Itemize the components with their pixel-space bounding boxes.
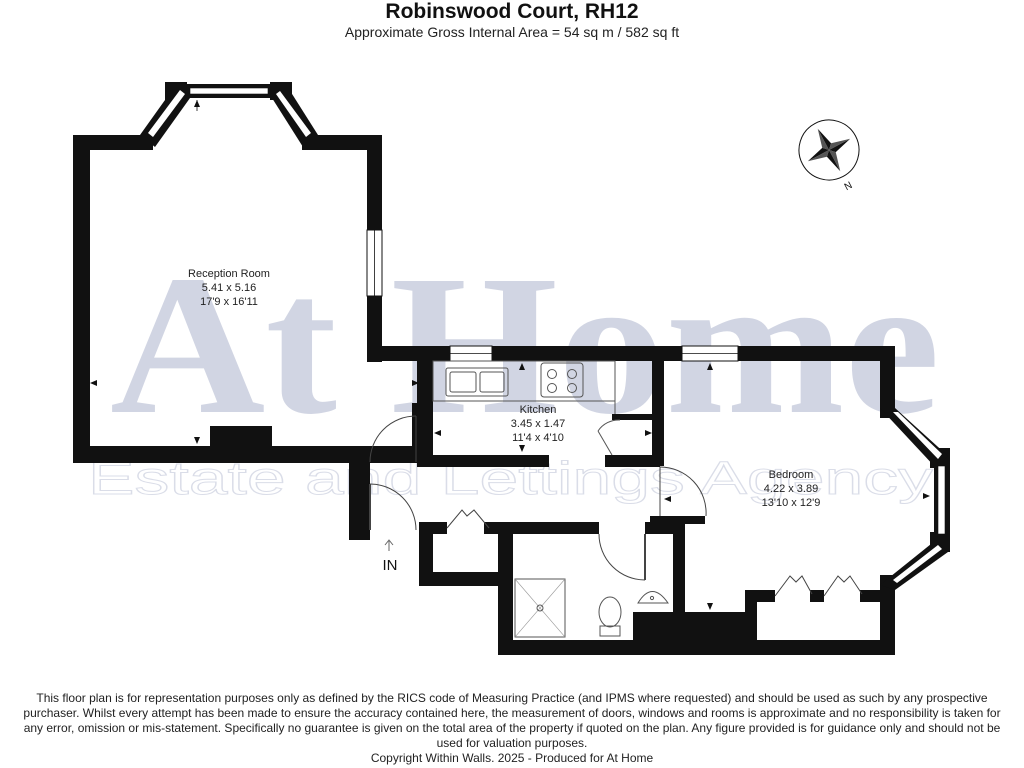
bathroom-door-swing	[598, 533, 646, 581]
bedroom-name: Bedroom	[769, 469, 814, 481]
kitchen-metric: 3.45 x 1.47	[511, 418, 565, 430]
entrance-wall-left	[349, 462, 370, 540]
wardrobe-pier	[810, 590, 824, 602]
bathroom-fixtures	[514, 578, 669, 638]
bedroom-metric: 4.22 x 3.89	[764, 483, 818, 495]
cupboard-door-icon	[597, 430, 613, 456]
watermark-main: At Home	[110, 235, 940, 456]
toilet-icon	[598, 596, 622, 628]
entrance-arrow-icon	[384, 539, 394, 551]
reception-bay-window	[140, 84, 318, 147]
compass-rose-icon: N	[798, 119, 860, 193]
kitchen-south-wall	[417, 455, 549, 467]
bedroom-east-wall-lower	[880, 575, 895, 655]
bathroom-east-wall	[673, 522, 685, 612]
plan-title: Robinswood Court, RH12	[385, 0, 639, 23]
reception-north-wall-right	[302, 135, 382, 150]
south-wall	[498, 640, 895, 655]
reception-imperial: 17'9 x 16'11	[200, 296, 258, 308]
compass-north-label: N	[843, 180, 855, 193]
kitchen-north-wall-right	[492, 346, 682, 361]
reception-west-wall	[73, 135, 90, 463]
bedroom-label: Bedroom 4.22 x 3.89 13'10 x 12'9	[762, 469, 821, 509]
kitchen-west-wall	[417, 346, 433, 466]
hob-icon	[540, 362, 584, 398]
dimension-arrows	[90, 100, 930, 610]
doors	[369, 415, 863, 597]
hall-south-wall	[419, 572, 501, 586]
plan-area-subtitle: Approximate Gross Internal Area = 54 sq …	[344, 24, 680, 40]
entrance-marker: IN	[383, 539, 398, 574]
hall-cupboard-doors	[446, 509, 490, 529]
kitchen-fixtures	[432, 360, 621, 456]
copyright-text: Copyright Within Walls. 2025 - Produced …	[370, 751, 654, 765]
bedroom-door-threshold	[650, 516, 705, 524]
reception-south-wall	[73, 446, 421, 463]
bedroom-east-wall-upper	[880, 346, 895, 418]
hall-stub-left	[419, 522, 447, 534]
bedroom-imperial: 13'10 x 12'9	[762, 497, 821, 509]
wardrobe-wall-top-left	[745, 590, 775, 602]
disclaimer-text: This floor plan is for representation pu…	[23, 691, 1001, 750]
floor-plan: At Home Estate and Lettings Agency	[73, 82, 950, 655]
bathroom-south-block	[633, 612, 753, 642]
bedroom-bay-window	[880, 408, 950, 590]
bedroom-north-wall	[738, 346, 895, 361]
kitchen-name: Kitchen	[520, 404, 557, 416]
watermark: At Home Estate and Lettings Agency	[88, 235, 941, 505]
entrance-label: IN	[383, 557, 398, 574]
windows	[366, 229, 739, 362]
reception-name: Reception Room	[188, 268, 270, 280]
kitchen-north-wall-left	[367, 346, 450, 361]
reception-room-label: Reception Room 5.41 x 5.16 17'9 x 16'11	[188, 268, 270, 308]
wardrobe-doors-right	[823, 575, 863, 597]
hall-west-wall	[419, 522, 433, 586]
reception-door-swing	[369, 415, 417, 463]
reception-east-wall-lower	[367, 296, 382, 362]
bathroom-west-wall	[498, 522, 513, 655]
shower-tray-icon	[514, 578, 566, 638]
reception-metric: 5.41 x 5.16	[202, 282, 256, 294]
kitchen-south-wall-right	[605, 455, 660, 467]
cupboard-wall	[612, 414, 656, 420]
bathroom-north-wall-right	[645, 522, 675, 534]
chimney-breast	[210, 426, 272, 448]
bedroom-door-swing	[659, 466, 707, 517]
bedroom-wardrobe-wall-left	[745, 590, 757, 645]
kitchen-imperial: 11'4 x 4'10	[512, 432, 564, 444]
front-door-swing	[369, 483, 417, 531]
wardrobe-doors-left	[774, 575, 813, 597]
reception-north-wall-left	[73, 135, 153, 150]
kitchen-east-wall	[652, 346, 664, 466]
basin-icon	[637, 591, 669, 604]
kitchen-worktop	[432, 360, 616, 402]
kitchen-sink-icon	[445, 367, 509, 397]
kitchen-label: Kitchen 3.45 x 1.47 11'4 x 4'10	[511, 404, 565, 444]
reception-east-wall-upper	[367, 135, 382, 230]
